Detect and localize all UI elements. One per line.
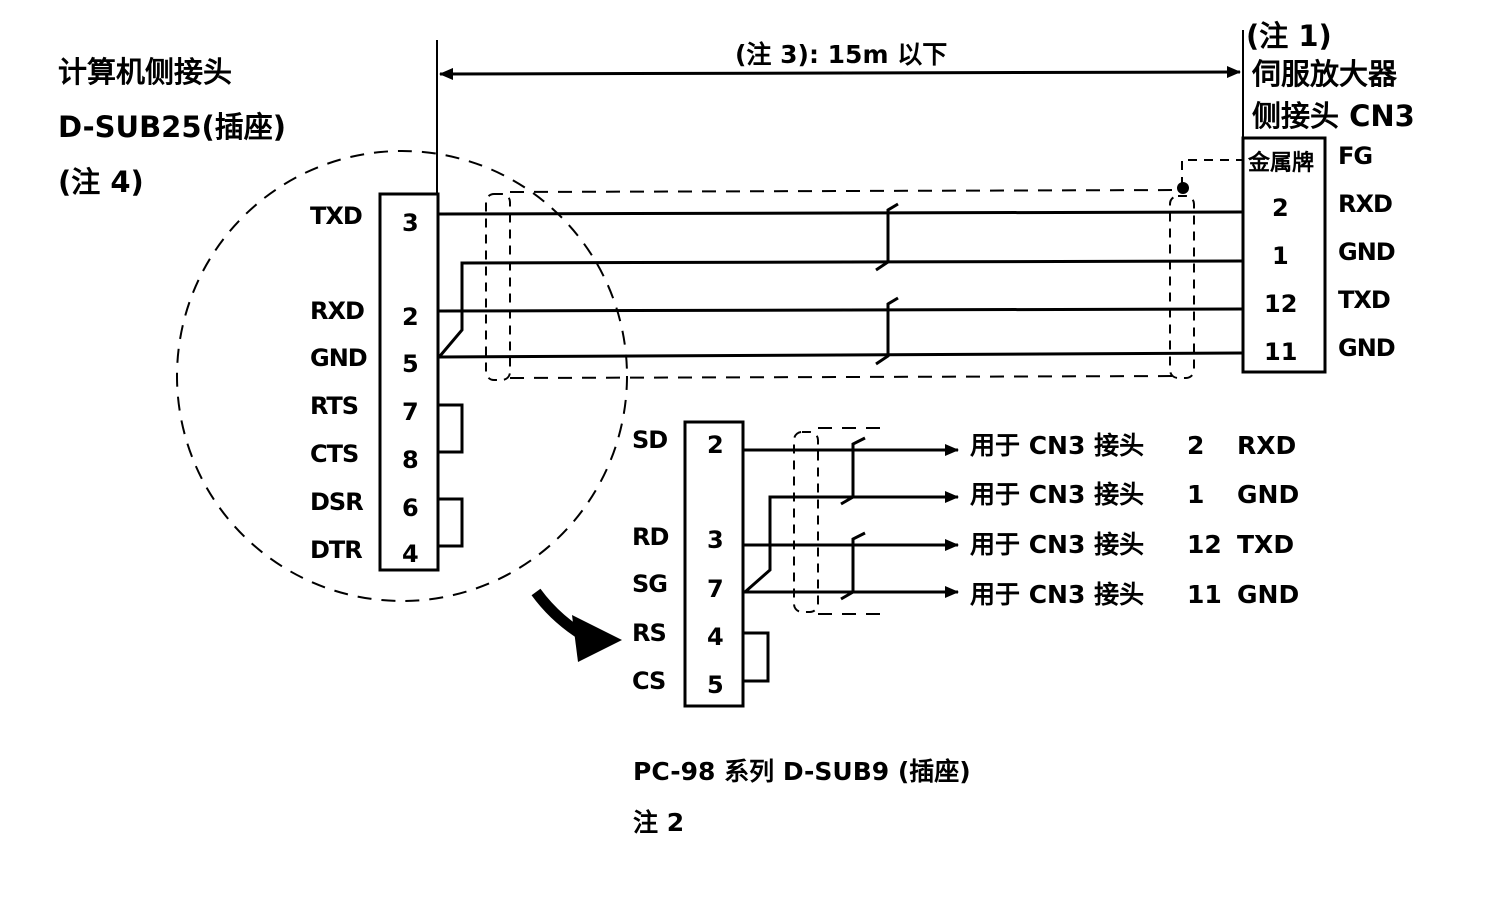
computer-connector-type: D-SUB25(插座) <box>58 110 286 144</box>
dsub9-pin: 7 <box>707 575 724 603</box>
cn3-shell-label: 金属牌 <box>1247 150 1314 176</box>
dsub25-pin: 4 <box>402 540 419 568</box>
cn3-signal: GND <box>1338 334 1395 362</box>
dsub25-pin: 6 <box>402 494 419 522</box>
target-pin: 1 <box>1187 480 1204 509</box>
dsub25-signal: RTS <box>310 392 358 420</box>
rts-cts-loopback <box>438 403 464 454</box>
target-prefix: 用于 CN3 接头 <box>970 530 1144 559</box>
cn3-connector <box>1241 136 1327 374</box>
dsub25-signal: CTS <box>310 440 358 468</box>
shield-bottom <box>509 375 1181 379</box>
target-pin: 2 <box>1187 431 1204 460</box>
cable-length-dimension <box>439 66 1241 80</box>
dsub25-pin: 2 <box>402 303 419 331</box>
dsub9-shield <box>793 431 819 613</box>
dsub9-signal: CS <box>632 667 665 695</box>
dsub25-signal: DSR <box>310 488 363 516</box>
rs-cs-loopback <box>743 631 770 683</box>
dsub9-signal: SD <box>632 426 667 454</box>
cn3-pin: 11 <box>1264 338 1297 366</box>
dsub9-pin: 2 <box>707 431 724 459</box>
dsub25-pin: 3 <box>402 209 419 237</box>
dsub25-signal: TXD <box>310 202 362 230</box>
twisted-pair-mark <box>875 202 899 272</box>
dsub9-signal: SG <box>632 570 667 598</box>
target-prefix: 用于 CN3 接头 <box>970 480 1144 509</box>
target-signal: RXD <box>1237 431 1296 460</box>
dsub9-pin: 4 <box>707 623 724 651</box>
wire-gnd-to-gnd11 <box>437 351 1244 359</box>
target-prefix: 用于 CN3 接头 <box>970 580 1144 609</box>
dsub25-connector <box>378 192 440 572</box>
shield-top <box>509 189 1181 193</box>
dsub9-pin: 3 <box>707 526 724 554</box>
wire-txd-to-rxd <box>437 210 1244 216</box>
cn3-signal: GND <box>1338 238 1395 266</box>
target-signal: GND <box>1237 480 1299 509</box>
cn3-signal: TXD <box>1338 286 1390 314</box>
amplifier-title: 伺服放大器 <box>1251 57 1398 91</box>
callout-arrowhead-icon <box>572 615 622 662</box>
dsr-dtr-loopback <box>438 497 464 548</box>
cn3-pin: 2 <box>1272 194 1289 222</box>
target-pin: 11 <box>1187 580 1222 609</box>
computer-connector-note: (注 4) <box>58 165 144 199</box>
twisted-pair-mark <box>840 531 866 601</box>
dsub25-pins: TXD 3 RXD 2 GND 5 RTS 7 CTS 8 DSR 6 DTR … <box>310 202 419 568</box>
dsub9-signal: RS <box>632 619 666 647</box>
dsub9-pin: 5 <box>707 671 724 699</box>
wire-sg-gnd1 <box>744 491 959 594</box>
twisted-pair-mark <box>840 436 866 506</box>
amplifier-note: (注 1) <box>1246 19 1332 53</box>
dsub9-connector <box>683 420 745 708</box>
target-pin: 12 <box>1187 530 1222 559</box>
wire-gnd-to-gnd1 <box>438 259 1244 357</box>
dsub9-target-list: 用于 CN3 接头 2 RXD 用于 CN3 接头 1 GND 用于 CN3 接… <box>970 431 1299 609</box>
dsub25-signal: DTR <box>310 536 362 564</box>
computer-connector-title: 计算机侧接头 <box>58 55 232 89</box>
shield-left <box>485 193 511 381</box>
shield-junction-icon <box>1177 182 1189 194</box>
cn3-signal: RXD <box>1338 190 1392 218</box>
target-prefix: 用于 CN3 接头 <box>970 431 1144 460</box>
wire-rxd-to-txd <box>437 307 1244 313</box>
cable-length-label: (注 3): 15m 以下 <box>735 40 947 69</box>
callout-circle <box>176 150 628 602</box>
cn3-shell-signal: FG <box>1338 142 1372 170</box>
dsub25-signal: GND <box>310 344 367 372</box>
dsub9-signal: RD <box>632 523 668 551</box>
cn3-pin: 1 <box>1272 242 1289 270</box>
amplifier-connector: 侧接头 CN3 <box>1252 99 1415 133</box>
dsub9-caption: PC-98 系列 D-SUB9 (插座) <box>633 757 971 786</box>
cn3-pin: 12 <box>1264 290 1297 318</box>
dsub9-note: 注 2 <box>633 808 684 837</box>
twisted-pair-mark <box>875 296 899 366</box>
target-signal: TXD <box>1237 530 1294 559</box>
dsub25-pin: 8 <box>402 446 419 474</box>
dsub25-pin: 7 <box>402 398 419 426</box>
dsub25-signal: RXD <box>310 297 364 325</box>
target-signal: GND <box>1237 580 1299 609</box>
shield-fg-link <box>1181 159 1243 186</box>
shield-right <box>1169 195 1195 379</box>
dsub25-pin: 5 <box>402 350 419 378</box>
